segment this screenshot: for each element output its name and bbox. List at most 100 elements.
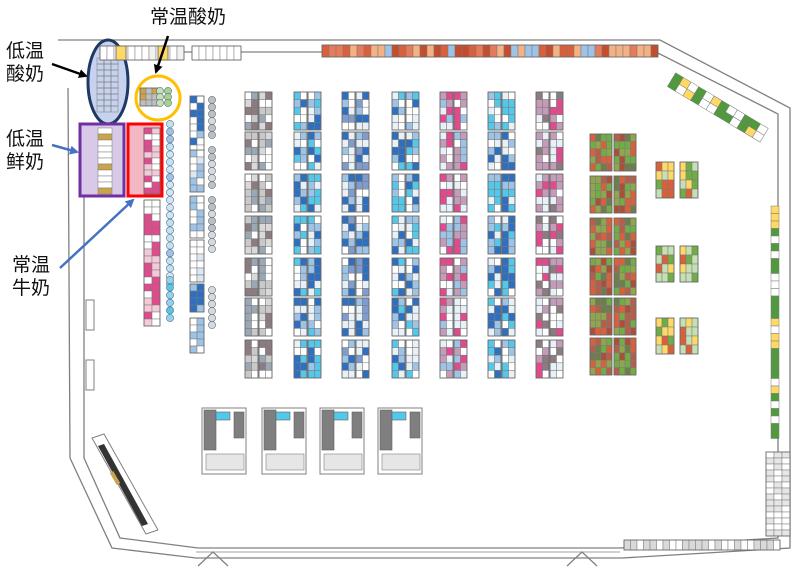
shelf-cell <box>667 161 675 172</box>
shelf-outline <box>189 239 205 283</box>
shelf-cell <box>439 280 447 289</box>
shelf-cell <box>244 131 252 140</box>
shelf-cell <box>773 517 783 525</box>
produce-shelf <box>589 133 613 172</box>
shelf-cell <box>542 265 550 274</box>
shelf-cell <box>341 106 349 116</box>
shelf-cell <box>501 370 509 379</box>
shelf-cell <box>494 162 502 171</box>
shelf-cell <box>453 99 461 108</box>
shelf-cell <box>650 44 659 58</box>
shelf-cell <box>606 337 613 346</box>
shelf-cell <box>556 162 564 171</box>
aisle-shelf-left <box>535 91 550 131</box>
shelf-cell <box>619 287 626 296</box>
shelf-cell <box>630 359 637 368</box>
aisle-shelf-right <box>307 339 322 379</box>
shelf-cell <box>508 370 516 379</box>
shelf-cell <box>624 163 631 172</box>
arrow-icon <box>51 35 170 269</box>
shelf-cell <box>770 235 780 244</box>
shelf-cell <box>446 288 454 297</box>
shelf-cell <box>258 297 266 306</box>
counter-belt <box>203 409 217 451</box>
shelf-cell <box>508 312 516 322</box>
shelf-cell <box>446 370 454 379</box>
shelf-cell <box>773 463 783 471</box>
shelf-cell <box>244 328 252 337</box>
shelf-cell <box>460 362 468 371</box>
shelf-cell <box>446 114 454 123</box>
shelf-cell <box>293 114 301 123</box>
shelf-cell <box>487 106 495 116</box>
aisle-shelf-left <box>244 173 259 213</box>
shelf-cell <box>251 114 259 123</box>
shelf-cell <box>714 539 722 551</box>
shelf-cell <box>439 114 447 123</box>
shelf-outline <box>765 451 791 537</box>
shelf-cell <box>362 99 370 108</box>
shelf-cell <box>770 385 780 394</box>
shelf-cell <box>391 297 399 306</box>
shelf-cell <box>770 370 780 379</box>
shelf-cell <box>535 362 543 371</box>
bottle-mark <box>166 306 174 315</box>
shelf-outline <box>189 317 205 354</box>
shelf-cell <box>535 181 543 190</box>
shelf-cell <box>307 106 315 116</box>
shelf-cell <box>549 223 557 232</box>
shelf-cell <box>460 297 468 306</box>
shelf-cell <box>189 304 198 313</box>
shelf-cell <box>412 297 420 306</box>
shelf-cell <box>412 362 420 371</box>
shelf-cell <box>501 288 509 297</box>
shelf-cell <box>398 297 406 306</box>
aisle-shelf-right <box>258 91 273 131</box>
shelf-cell <box>549 339 557 348</box>
shelf-cell <box>460 238 468 247</box>
shelf-cell <box>151 206 161 215</box>
shelf-cell <box>655 326 663 337</box>
shelf-cell <box>589 367 596 376</box>
shelf-cell <box>542 139 550 148</box>
counter-bagging <box>205 453 245 471</box>
shelf-cell <box>535 230 543 240</box>
shelf-cell <box>661 188 669 199</box>
shelf-cell <box>535 320 543 329</box>
produce-shelf <box>613 217 637 256</box>
shelf-outline <box>355 215 370 255</box>
checkout-counter <box>377 407 423 475</box>
shelf-cell <box>740 539 748 551</box>
shelf-cell <box>362 328 370 337</box>
shelf-cell <box>293 312 301 322</box>
shelf-cell <box>405 238 413 247</box>
shelf-cell <box>446 257 454 266</box>
shelf-cell <box>595 190 602 199</box>
shelf-cell <box>501 280 509 289</box>
shelf-cell <box>391 131 399 140</box>
shelf-cell <box>460 320 468 329</box>
shelf-cell <box>439 328 447 337</box>
shelf-cell <box>300 328 308 337</box>
aisle-shelf-right <box>549 215 564 255</box>
shelf-cell <box>251 154 259 163</box>
shelf-cell <box>535 246 543 255</box>
shelf-cell <box>542 131 550 140</box>
shelf-cell <box>508 238 516 247</box>
shelf-cell <box>766 539 774 551</box>
shelf-cell <box>151 157 161 165</box>
shelf-cell <box>251 204 259 213</box>
shelf-cell <box>613 257 620 266</box>
shelf-cell <box>196 163 205 172</box>
shelf-cell <box>549 230 557 240</box>
shelf-cell <box>307 99 315 108</box>
shelf-cell <box>348 173 356 182</box>
shelf-cell <box>251 131 259 140</box>
shelf-cell <box>265 99 273 108</box>
shelf-cell <box>453 288 461 297</box>
shelf-cell <box>552 44 561 58</box>
shelf-cell <box>770 310 780 319</box>
shelf-cell <box>606 265 613 274</box>
shelf-cell <box>765 523 775 531</box>
shelf-cell <box>362 272 370 282</box>
